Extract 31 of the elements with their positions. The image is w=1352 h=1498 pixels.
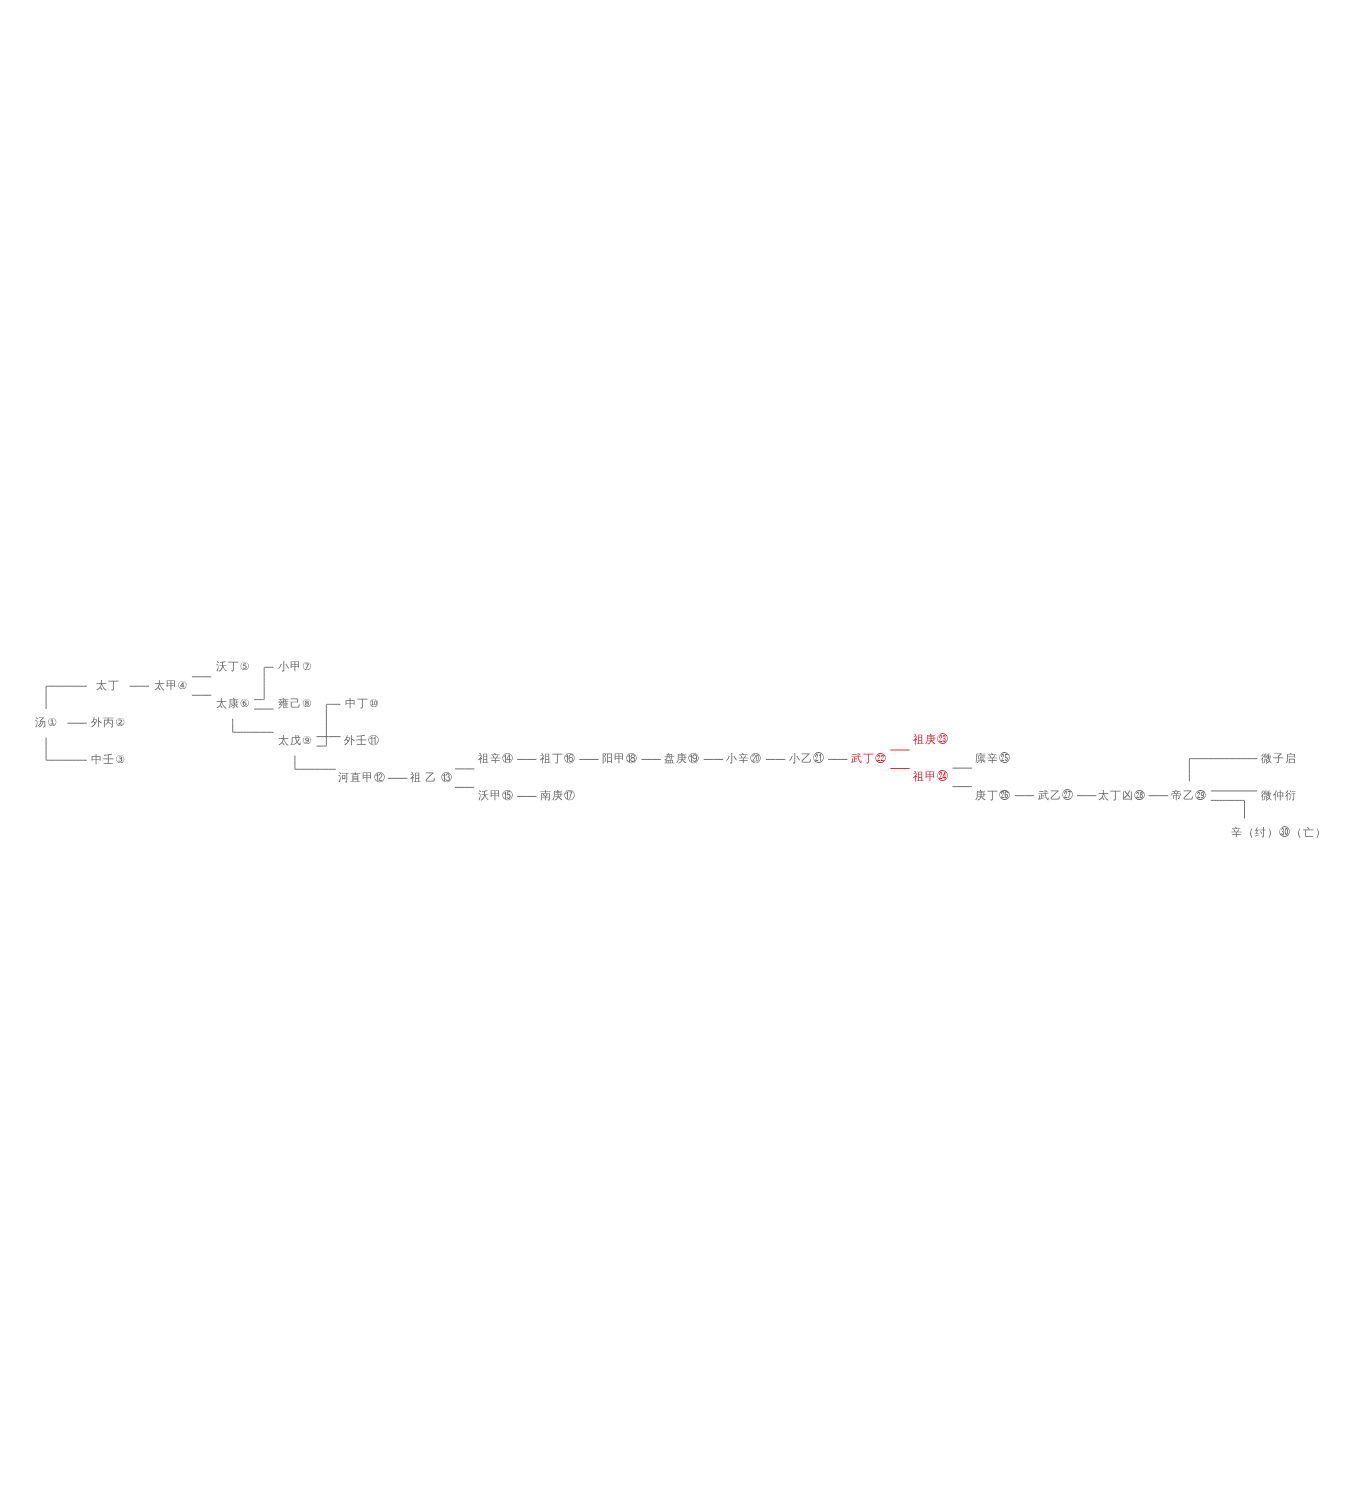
connector [1188,757,1258,781]
connector [516,795,537,796]
connector [952,785,973,787]
connector [889,767,911,768]
connector [232,717,274,732]
connector [827,758,848,759]
connector [253,707,274,709]
connector [1148,794,1169,796]
connector [45,735,88,760]
connector [387,776,408,778]
connector [454,785,475,787]
connector [67,721,88,723]
connector [765,758,786,759]
connector [315,702,341,746]
connector [315,735,342,737]
connector [578,758,600,759]
connector [703,758,724,759]
connector [191,693,212,695]
connector [45,684,88,709]
connector [952,766,973,768]
connector [129,684,150,686]
connector [294,754,337,769]
connector [1076,794,1097,796]
connector [1210,798,1245,818]
connector [454,767,475,769]
connector [191,675,212,677]
connector [253,665,275,700]
connector [641,758,662,759]
connector [516,758,537,759]
connector [1210,789,1258,791]
connector [1014,794,1035,796]
